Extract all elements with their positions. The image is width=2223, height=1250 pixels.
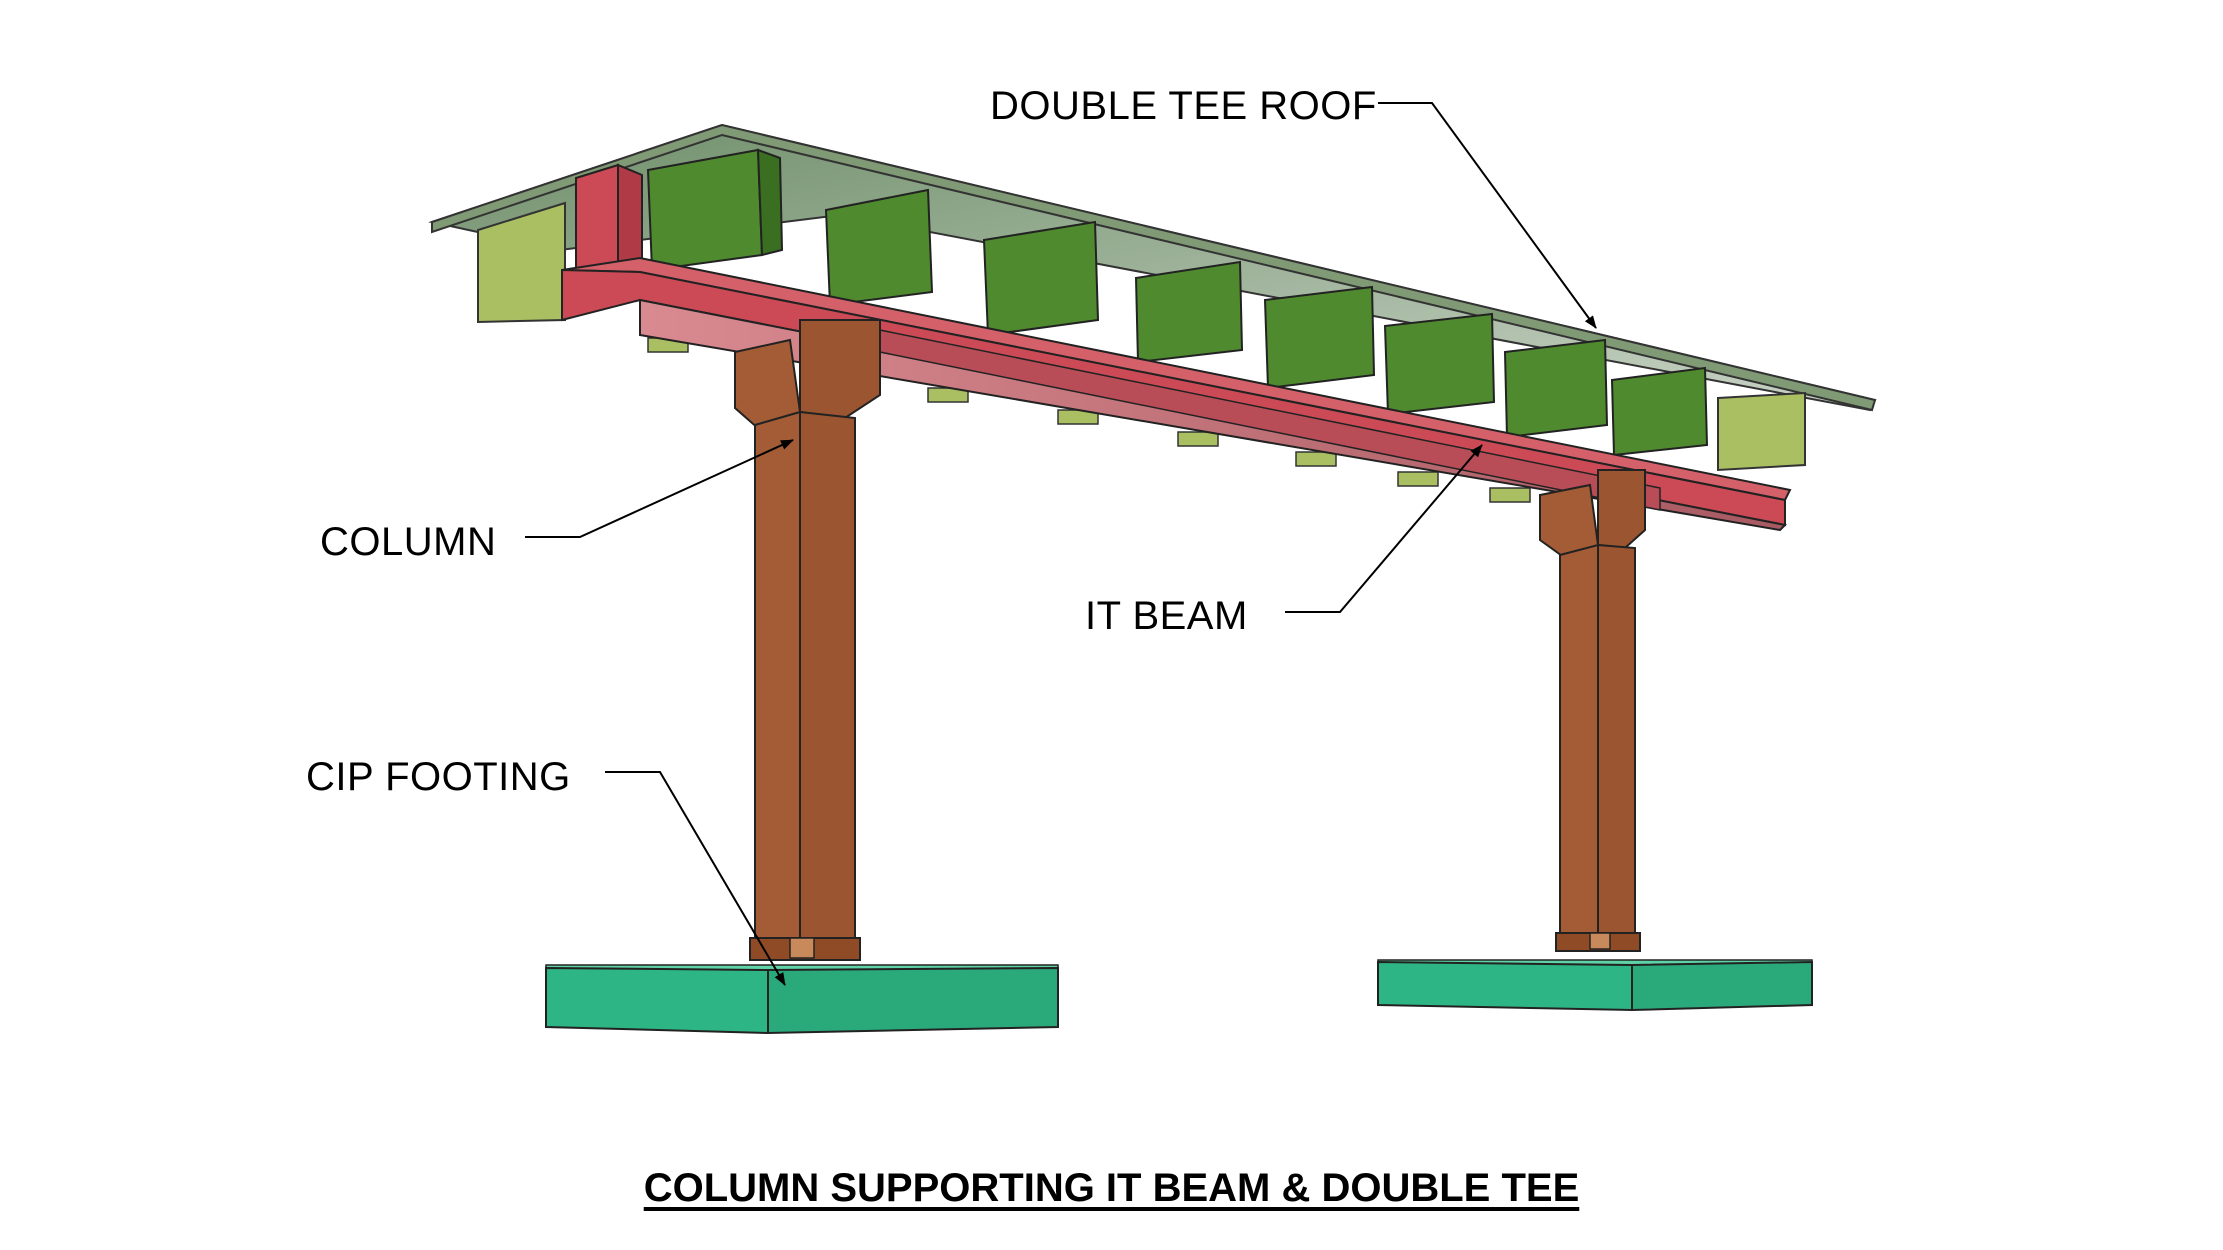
leader-lines [525, 102, 1597, 986]
column-base-connector [789, 937, 815, 959]
leader-double-tee-roof [1378, 102, 1597, 329]
roof-stem [1263, 285, 1376, 390]
roof-deck-edge [431, 123, 1877, 412]
column-base-connector [1589, 932, 1611, 950]
diagram-caption: COLUMN SUPPORTING IT BEAM & DOUBLE TEE [643, 1166, 1580, 1210]
roof-stems [646, 148, 1709, 457]
double-tee-roof [428, 123, 1877, 503]
footing-left-face [1377, 960, 1633, 1012]
roof-stem [1503, 338, 1609, 439]
label-cip-footing: CIP FOOTING [306, 755, 571, 799]
label-column: COLUMN [320, 520, 497, 564]
column-corbel-right [1597, 469, 1646, 550]
column-left [734, 319, 881, 961]
leader-cip-footing [605, 771, 786, 986]
leader-it-beam [1285, 444, 1483, 613]
column-shaft-left-face [1559, 543, 1599, 936]
stem-bottom [1397, 471, 1439, 487]
it-beam-end-block [575, 163, 619, 274]
column-shaft-front-face [1597, 543, 1636, 936]
cip-footing-left [545, 964, 1059, 1035]
roof-stem [756, 148, 784, 257]
stem-bottom [1489, 487, 1531, 503]
roof-stem [1134, 260, 1244, 364]
footing-right-face [1631, 960, 1813, 1012]
roof-stem [824, 188, 934, 307]
stem-bottom [1295, 451, 1337, 467]
it-beam-end-block-side [617, 163, 643, 263]
leader-column [525, 439, 794, 538]
label-it-beam: IT BEAM [1085, 594, 1248, 638]
column-right [1539, 469, 1646, 952]
roof-stem [982, 220, 1100, 337]
footing-left-face [545, 966, 769, 1035]
roof-stem [646, 148, 764, 272]
footing-right-face [767, 966, 1059, 1035]
column-shaft-left-face [754, 410, 801, 941]
roof-stem [1383, 312, 1496, 416]
stem-bottom [1177, 431, 1219, 447]
column-shaft-front-face [799, 410, 856, 941]
roof-stem [1610, 366, 1709, 457]
cip-footing-right [1377, 959, 1813, 1012]
label-double-tee-roof: DOUBLE TEE ROOF [990, 84, 1377, 128]
column-corbel-right [799, 319, 881, 420]
roof-stem-right-end [1717, 391, 1806, 472]
